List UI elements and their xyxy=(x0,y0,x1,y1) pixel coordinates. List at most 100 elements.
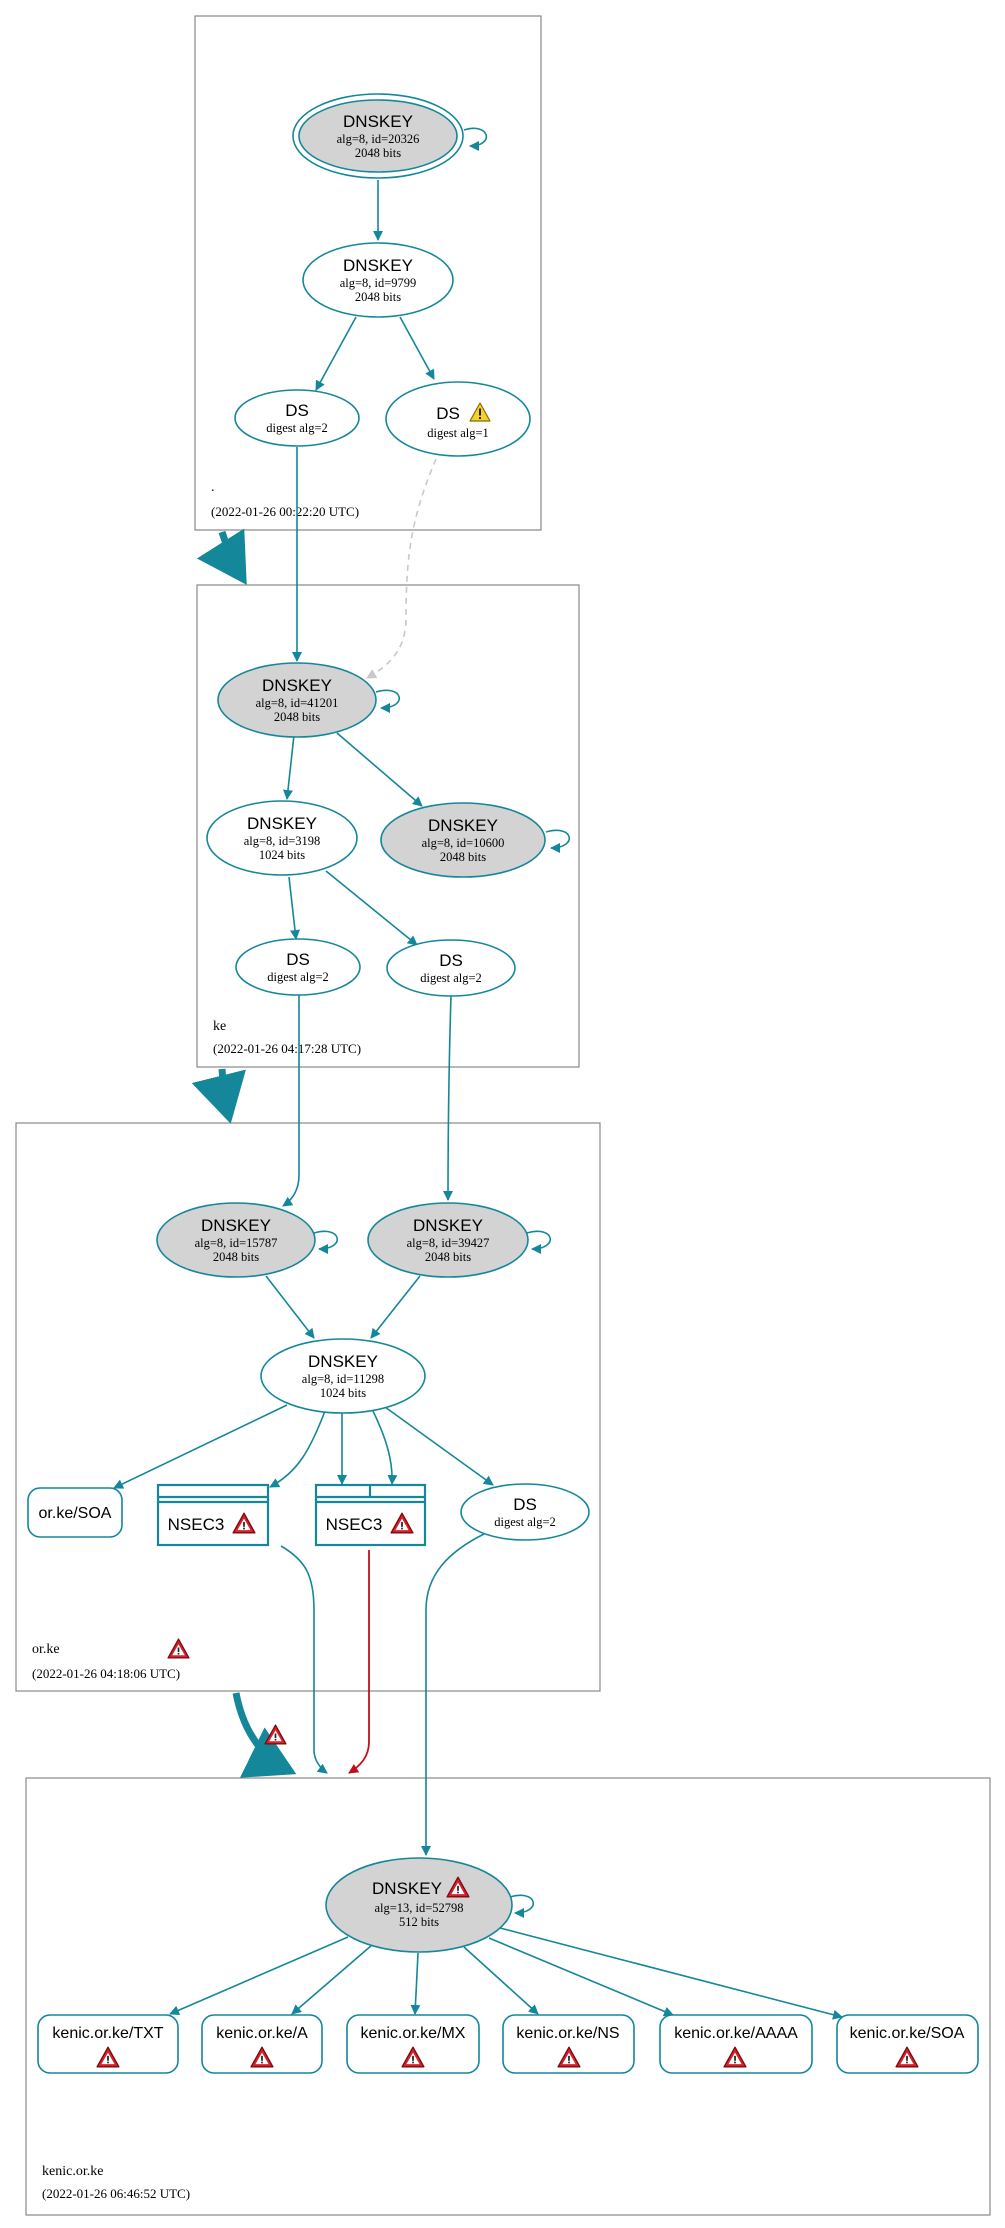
zone-name-ke: ke xyxy=(213,1019,226,1034)
node-kenic-soa[interactable]: kenic.or.ke/SOA xyxy=(836,2014,979,2074)
node-title: DS xyxy=(436,404,460,423)
node-detail: alg=8, id=10600 xyxy=(422,836,505,850)
edge-root-ds1-ke-ksk xyxy=(366,458,437,679)
edge-root-zsk-ds1 xyxy=(399,316,435,380)
node-kenic-aaaa[interactable]: kenic.or.ke/AAAA xyxy=(659,2014,813,2074)
zone-box-ke xyxy=(196,584,580,1068)
node-title: DNSKEY xyxy=(413,1216,483,1235)
edge-orke-zsk-nsec3a xyxy=(269,1410,326,1488)
node-title: DNSKEY xyxy=(343,112,413,131)
node-orke-ds[interactable]: DS digest alg=2 xyxy=(460,1483,590,1541)
node-title: kenic.or.ke/TXT xyxy=(52,2025,163,2042)
node-title: DNSKEY xyxy=(343,256,413,275)
node-detail: 2048 bits xyxy=(425,1250,471,1264)
edge-orke-ksk1-zsk xyxy=(265,1275,315,1339)
node-title: DNSKEY xyxy=(372,1879,442,1898)
node-detail: digest alg=2 xyxy=(420,971,482,985)
node-detail: 1024 bits xyxy=(320,1386,366,1400)
edge-root-zsk-ds2 xyxy=(315,316,357,391)
node-detail: 1024 bits xyxy=(259,848,305,862)
node-ke-ksk[interactable]: DNSKEY alg=8, id=41201 2048 bits xyxy=(217,662,377,738)
node-detail: digest alg=2 xyxy=(267,970,329,984)
edge-ke-dsA-orke-ksk1 xyxy=(282,995,300,1207)
node-detail: 2048 bits xyxy=(355,290,401,304)
zone-name-kenic: kenic.or.ke xyxy=(42,2164,103,2179)
node-title: kenic.or.ke/AAAA xyxy=(674,2025,798,2042)
zone-timestamp-orke: (2022-01-26 04:18:06 UTC) xyxy=(32,1666,180,1681)
node-detail: alg=13, id=52798 xyxy=(374,1901,463,1915)
node-detail: 512 bits xyxy=(399,1915,439,1929)
node-ke-key-10600[interactable]: DNSKEY alg=8, id=10600 2048 bits xyxy=(380,802,546,878)
edge-ke-dsB-orke-ksk2 xyxy=(443,995,454,1201)
edge-ke-ksk-self xyxy=(375,689,401,713)
node-title: DS xyxy=(285,401,309,420)
delegation-arrow-ke-orke xyxy=(191,1068,246,1124)
node-title: DNSKEY xyxy=(201,1216,271,1235)
node-orke-ksk-39427[interactable]: DNSKEY alg=8, id=39427 2048 bits xyxy=(367,1202,529,1278)
zone-box-kenic xyxy=(25,1777,991,2216)
edge-orke-ksk2-zsk xyxy=(370,1275,421,1339)
node-kenic-dnskey[interactable]: DNSKEY alg=13, id=52798 512 bits xyxy=(325,1857,513,1953)
delegation-arrow-root-ke xyxy=(196,528,247,585)
node-orke-nsec3-a[interactable]: NSEC3 xyxy=(156,1483,270,1547)
node-title: DNSKEY xyxy=(262,676,332,695)
edge-kenic-key-mx xyxy=(410,1952,421,2015)
node-root-ds-alg1[interactable]: DS digest alg=1 xyxy=(385,381,531,457)
edge-orke-nsec3b-kenic xyxy=(348,1550,370,1774)
node-title: NSEC3 xyxy=(168,1515,225,1534)
zone-error-icon-orke xyxy=(167,1638,190,1659)
zone-box-orke xyxy=(15,1122,601,1692)
zone-timestamp-ke: (2022-01-26 04:17:28 UTC) xyxy=(213,1041,361,1056)
node-detail: 2048 bits xyxy=(440,850,486,864)
node-orke-ksk-15787[interactable]: DNSKEY alg=8, id=15787 2048 bits xyxy=(156,1202,316,1278)
edge-kenic-key-soa xyxy=(499,1927,843,2020)
node-detail: alg=8, id=15787 xyxy=(195,1236,278,1250)
zone-box-root xyxy=(194,15,542,531)
edge-root-ksk-self xyxy=(463,127,488,151)
node-detail: digest alg=1 xyxy=(427,426,489,440)
edge-ke-key2-self xyxy=(545,829,571,853)
node-title: DNSKEY xyxy=(428,816,498,835)
node-ke-ds-b[interactable]: DS digest alg=2 xyxy=(386,939,516,997)
node-title: DS xyxy=(513,1495,537,1514)
edge-kenic-key-self xyxy=(509,1894,535,1918)
node-root-zsk[interactable]: DNSKEY alg=8, id=9799 2048 bits xyxy=(302,242,454,318)
node-kenic-a[interactable]: kenic.or.ke/A xyxy=(201,2014,323,2074)
zone-timestamp-kenic: (2022-01-26 06:46:52 UTC) xyxy=(42,2186,190,2201)
edge-ke-zsk-dsA xyxy=(288,876,300,940)
node-detail: digest alg=2 xyxy=(266,421,328,435)
node-orke-zsk[interactable]: DNSKEY alg=8, id=11298 1024 bits xyxy=(260,1338,426,1414)
node-root-ds-alg2[interactable]: DS digest alg=2 xyxy=(234,389,360,447)
node-ke-zsk[interactable]: DNSKEY alg=8, id=3198 1024 bits xyxy=(206,800,358,876)
edge-orke-ksk1-self xyxy=(313,1230,339,1254)
node-detail: alg=8, id=41201 xyxy=(256,696,339,710)
node-title: kenic.or.ke/MX xyxy=(361,2025,466,2042)
node-title: kenic.or.ke/SOA xyxy=(850,2025,965,2042)
node-orke-soa[interactable]: or.ke/SOA xyxy=(27,1487,123,1538)
node-kenic-ns[interactable]: kenic.or.ke/NS xyxy=(502,2014,635,2074)
node-detail: 2048 bits xyxy=(213,1250,259,1264)
edge-orke-ksk2-self xyxy=(526,1230,552,1254)
node-root-ksk[interactable]: DNSKEY alg=8, id=20326 2048 bits xyxy=(292,93,464,179)
delegation-arrow-orke-kenic xyxy=(232,1692,297,1778)
node-title: kenic.or.ke/NS xyxy=(516,2025,619,2042)
node-kenic-mx[interactable]: kenic.or.ke/MX xyxy=(346,2014,480,2074)
node-detail: 2048 bits xyxy=(274,710,320,724)
node-detail: 2048 bits xyxy=(355,146,401,160)
edge-ke-ksk-zsk xyxy=(283,734,295,800)
edge-orke-ds-kenic-key xyxy=(421,1533,485,1856)
node-title: DS xyxy=(439,951,463,970)
edge-orke-zsk-ds xyxy=(384,1406,494,1486)
zone-name-orke: or.ke xyxy=(32,1642,60,1657)
zone-timestamp-root: (2022-01-26 00:22:20 UTC) xyxy=(211,504,359,519)
node-title: or.ke/SOA xyxy=(39,1505,112,1522)
node-title: DNSKEY xyxy=(308,1352,378,1371)
edge-ke-ksk-key2 xyxy=(336,732,423,807)
node-detail: alg=8, id=11298 xyxy=(302,1372,384,1386)
node-ke-ds-a[interactable]: DS digest alg=2 xyxy=(235,938,361,996)
node-kenic-txt[interactable]: kenic.or.ke/TXT xyxy=(37,2014,179,2074)
node-detail: digest alg=2 xyxy=(494,1515,556,1529)
node-orke-nsec3-b[interactable]: NSEC3 xyxy=(314,1483,427,1547)
node-title: NSEC3 xyxy=(326,1515,383,1534)
